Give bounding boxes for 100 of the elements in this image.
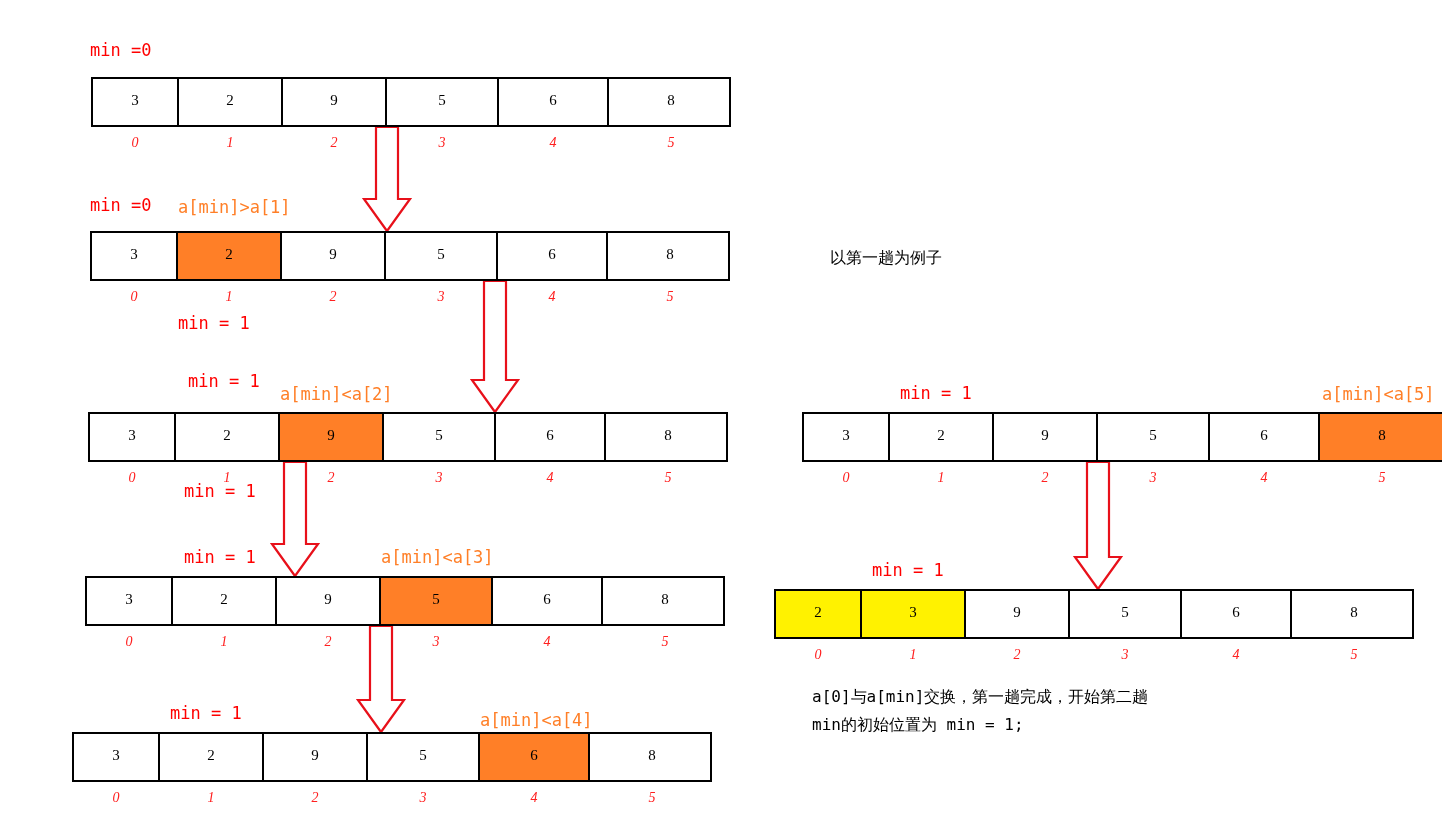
- cell-value: 6: [547, 246, 557, 263]
- cell-value: 8: [666, 92, 676, 109]
- cell-value: 9: [1040, 427, 1050, 444]
- min-index-label: min = 1: [872, 560, 944, 580]
- cell-value: 9: [329, 92, 339, 109]
- cell-value: 6: [1231, 604, 1241, 621]
- index-label: 5: [1377, 470, 1387, 486]
- index-label: 3: [434, 470, 444, 486]
- index-label: 5: [663, 470, 673, 486]
- index-label: 3: [436, 289, 446, 305]
- comparison-label: a[min]<a[3]: [381, 547, 494, 567]
- block-arrow: [355, 624, 407, 734]
- min-index-label: min = 1: [900, 383, 972, 403]
- cell-value: 9: [323, 591, 333, 608]
- index-label: 5: [666, 135, 676, 151]
- index-label: 4: [1259, 470, 1269, 486]
- index-label: 0: [129, 289, 139, 305]
- index-label: 4: [547, 289, 557, 305]
- index-label: 4: [1231, 647, 1241, 663]
- cell-value: 5: [1148, 427, 1158, 444]
- index-label: 3: [418, 790, 428, 806]
- min-index-label: min = 1: [188, 371, 260, 391]
- min-index-label: min = 1: [184, 547, 256, 567]
- index-label: 3: [1120, 647, 1130, 663]
- index-label: 4: [545, 470, 555, 486]
- index-label: 5: [665, 289, 675, 305]
- index-label: 0: [111, 790, 121, 806]
- cell-value: 6: [542, 591, 552, 608]
- cell-value: 2: [206, 747, 216, 764]
- block-arrow: [361, 125, 413, 233]
- index-label: 1: [936, 470, 946, 486]
- cell-value: 2: [225, 92, 235, 109]
- index-label: 1: [224, 289, 234, 305]
- cell-value: 9: [1012, 604, 1022, 621]
- index-label: 2: [323, 634, 333, 650]
- cell-value: 9: [328, 246, 338, 263]
- cell-value: 9: [326, 427, 336, 444]
- cell-value: 2: [219, 591, 229, 608]
- min-index-label: min = 1: [170, 703, 242, 723]
- index-label: 5: [647, 790, 657, 806]
- min-index-label: min = 1: [178, 313, 250, 333]
- cell-value: 5: [434, 427, 444, 444]
- index-label: 0: [124, 634, 134, 650]
- cell-value: 3: [908, 604, 918, 621]
- cell-value: 2: [813, 604, 823, 621]
- cell-value: 2: [936, 427, 946, 444]
- cell-value: 6: [1259, 427, 1269, 444]
- cell-value: 8: [665, 246, 675, 263]
- cell-value: 3: [111, 747, 121, 764]
- cell-value: 8: [1349, 604, 1359, 621]
- index-label: 1: [225, 135, 235, 151]
- index-label: 0: [130, 135, 140, 151]
- index-label: 1: [908, 647, 918, 663]
- cell-value: 6: [545, 427, 555, 444]
- cell-value: 8: [663, 427, 673, 444]
- index-label: 2: [1040, 470, 1050, 486]
- index-label: 1: [206, 790, 216, 806]
- cell-value: 5: [436, 246, 446, 263]
- index-label: 0: [127, 470, 137, 486]
- index-label: 4: [548, 135, 558, 151]
- index-label: 2: [1012, 647, 1022, 663]
- cell-value: 9: [310, 747, 320, 764]
- cell-value: 3: [127, 427, 137, 444]
- index-label: 4: [529, 790, 539, 806]
- block-arrow: [1072, 460, 1124, 591]
- comparison-label: a[min]<a[2]: [280, 384, 393, 404]
- index-label: 5: [1349, 647, 1359, 663]
- index-label: 2: [326, 470, 336, 486]
- index-label: 2: [310, 790, 320, 806]
- cell-value: 8: [1377, 427, 1387, 444]
- cell-value: 6: [548, 92, 558, 109]
- index-label: 3: [431, 634, 441, 650]
- cell-value: 5: [1120, 604, 1130, 621]
- cell-value: 3: [841, 427, 851, 444]
- cell-value: 5: [431, 591, 441, 608]
- index-label: 4: [542, 634, 552, 650]
- cell-value: 8: [660, 591, 670, 608]
- index-label: 0: [813, 647, 823, 663]
- index-label: 2: [328, 289, 338, 305]
- cell-value: 2: [222, 427, 232, 444]
- cell-value: 6: [529, 747, 539, 764]
- cell-value: 8: [647, 747, 657, 764]
- index-label: 2: [329, 135, 339, 151]
- min-index-label: min =0: [90, 40, 152, 60]
- block-arrow: [269, 460, 321, 578]
- cell-value: 5: [437, 92, 447, 109]
- cell-value: 2: [224, 246, 234, 263]
- index-label: 1: [219, 634, 229, 650]
- index-label: 3: [437, 135, 447, 151]
- index-label: 3: [1148, 470, 1158, 486]
- comparison-label: a[min]<a[4]: [480, 710, 593, 730]
- note-text: 以第一趟为例子: [830, 248, 942, 269]
- index-label: 0: [841, 470, 851, 486]
- comparison-label: a[min]<a[5]: [1322, 384, 1435, 404]
- cell-value: 3: [129, 246, 139, 263]
- min-index-label: min =0: [90, 195, 152, 215]
- cell-value: 3: [130, 92, 140, 109]
- note-text: a[0]与a[min]交换，第一趟完成，开始第二趟min的初始位置为 min = 1;: [812, 686, 1150, 736]
- index-label: 5: [660, 634, 670, 650]
- cell-value: 3: [124, 591, 134, 608]
